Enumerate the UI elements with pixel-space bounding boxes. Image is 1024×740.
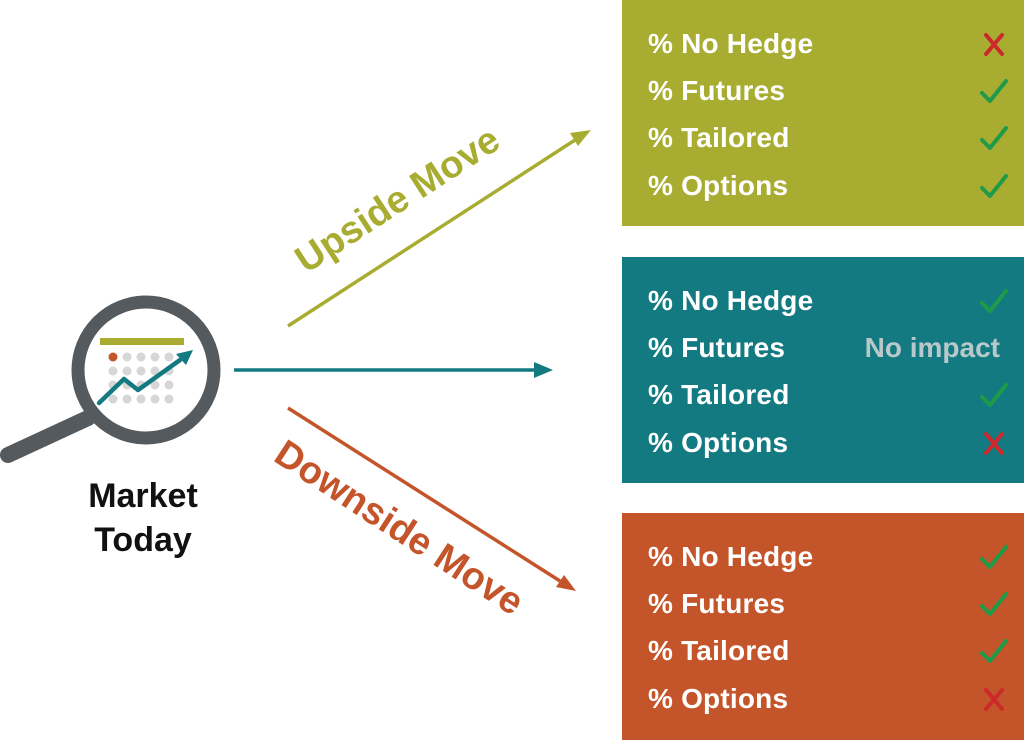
check-icon [964,76,1024,106]
cross-icon [964,29,1024,59]
outcome-row: % Tailored [648,627,1024,675]
check-icon [964,123,1024,153]
check-icon [964,171,1024,201]
flat-arrow [234,362,553,378]
outcome-row: % Options [648,419,1024,467]
outcome-row: % Options [648,675,1024,723]
outcome-row-label: % Options [648,170,789,201]
check-icon [964,542,1024,572]
outcome-row: % Futures [648,67,1024,115]
market-label-line2: Today [94,521,192,559]
calendar-marker-dot [108,352,118,362]
upside-arrow [287,130,591,328]
outcome-row-label: % Options [648,427,789,458]
calendar-header-bar [100,338,184,345]
outcome-row: % Tailored [648,114,1024,162]
magnifier-icon [0,295,221,463]
cross-icon [964,428,1024,458]
outcome-row-label: % Futures [648,75,786,106]
downside-arrow [287,406,576,591]
downside-move-label: Downside Move [267,432,531,624]
outcome-row-label: % Tailored [648,379,790,410]
upside-move-label: Upside Move [288,119,507,282]
outcome-row-label: % Futures [648,332,786,363]
trend-line-icon [96,357,183,406]
outcome-row-label: % Options [648,683,789,714]
market-today-label: Market Today [48,474,238,562]
check-icon [964,589,1024,619]
check-icon [964,636,1024,666]
outcome-row: % Tailored [648,371,1024,419]
outcome-row: % No Hedge [648,20,1024,68]
outcome-row: % Futures No impact [648,324,1024,372]
no-impact-text: No impact [864,332,1000,363]
flat-outcome-box: % No Hedge % Futures No impact % Tailored % … [622,257,1024,483]
outcome-row-label: % No Hedge [648,541,814,572]
check-icon [964,286,1024,316]
outcome-row: % No Hedge [648,533,1024,581]
outcome-row-label: % Futures [648,588,786,619]
cross-icon [964,684,1024,714]
outcome-row: % Futures [648,580,1024,628]
check-icon [964,380,1024,410]
calendar-dots-icon [108,352,174,404]
outcome-row-label: % Tailored [648,635,790,666]
downside-outcome-box: % No Hedge % Futures % Tailored % Options [622,513,1024,740]
outcome-row: % Options [648,162,1024,210]
outcome-row-label: % No Hedge [648,285,814,316]
outcome-row: % No Hedge [648,277,1024,325]
upside-outcome-box: % No Hedge % Futures % Tailored % Options [622,0,1024,226]
market-label-line1: Market [88,477,198,515]
outcome-row-label: % No Hedge [648,28,814,59]
outcome-row-label: % Tailored [648,122,790,153]
